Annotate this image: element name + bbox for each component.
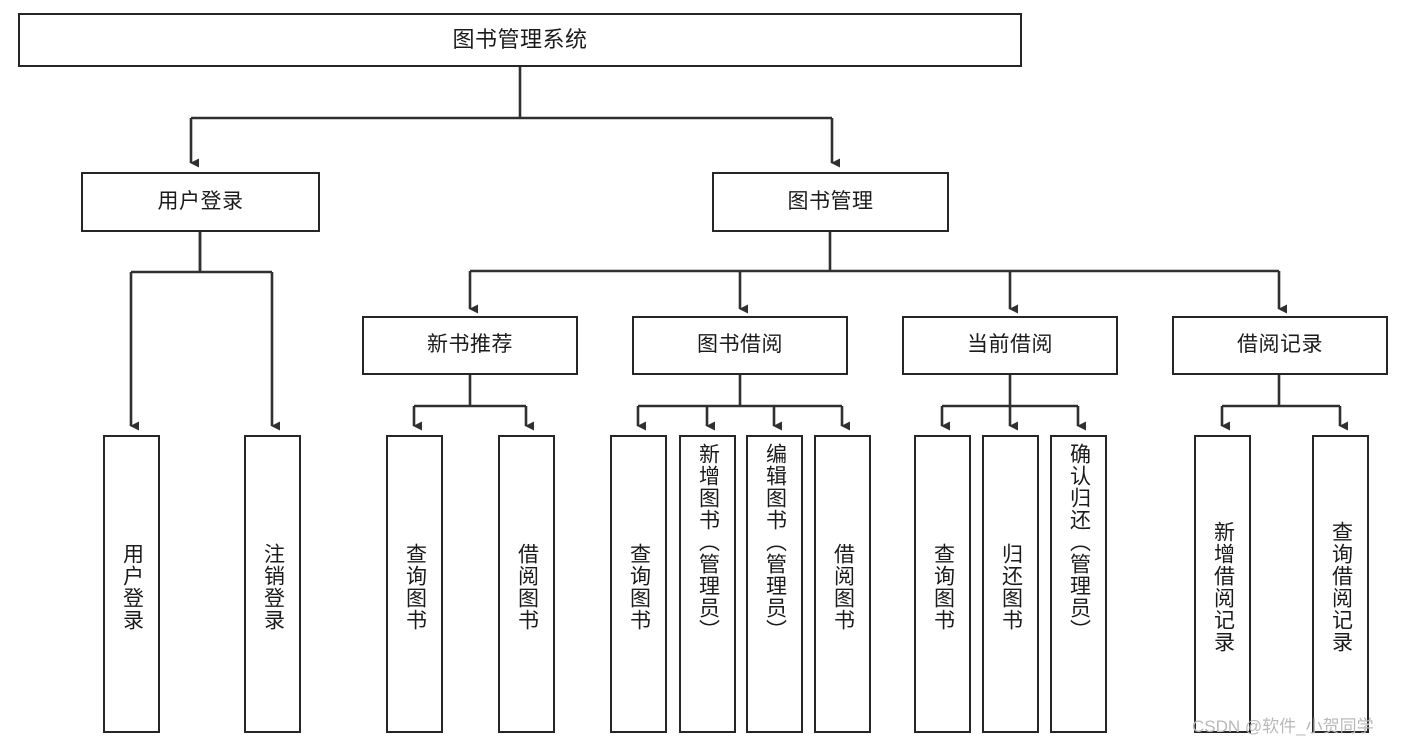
node-user-login[interactable]: 用户登录 [81, 172, 320, 232]
node-leaf-edit-book-label: 编辑图书（管理员） [763, 443, 787, 641]
node-leaf-query-borrow-record-label: 查询借阅记录 [1329, 521, 1353, 653]
node-user-login-label: 用户登录 [157, 189, 244, 213]
node-leaf-add-book-label: 新增图书（管理员） [696, 443, 720, 641]
node-new-book-recommend[interactable]: 新书推荐 [362, 316, 578, 375]
node-current-borrow[interactable]: 当前借阅 [902, 316, 1118, 375]
node-borrow-record[interactable]: 借阅记录 [1172, 316, 1388, 375]
node-current-borrow-label: 当前借阅 [967, 333, 1053, 357]
node-leaf-query-book-1-label: 查询图书 [403, 543, 427, 631]
node-book-manage-label: 图书管理 [787, 189, 874, 213]
node-borrow-record-label: 借阅记录 [1237, 333, 1323, 357]
node-leaf-borrow-book-2-label: 借阅图书 [831, 543, 855, 631]
node-leaf-return-book-label: 归还图书 [999, 543, 1023, 631]
node-root[interactable]: 图书管理系统 [18, 13, 1022, 67]
node-leaf-borrow-book-1-label: 借阅图书 [515, 543, 539, 631]
node-leaf-borrow-book-1[interactable]: 借阅图书 [498, 435, 555, 733]
node-leaf-query-book-3-label: 查询图书 [931, 543, 955, 631]
node-leaf-add-borrow-record-label: 新增借阅记录 [1211, 521, 1235, 653]
node-leaf-query-book-1[interactable]: 查询图书 [386, 435, 443, 733]
node-leaf-query-book-3[interactable]: 查询图书 [914, 435, 971, 733]
node-leaf-add-borrow-record[interactable]: 新增借阅记录 [1194, 435, 1251, 733]
node-leaf-query-book-2-label: 查询图书 [627, 543, 651, 631]
node-leaf-edit-book[interactable]: 编辑图书（管理员） [746, 435, 803, 733]
node-root-label: 图书管理系统 [452, 27, 588, 53]
node-leaf-query-borrow-record[interactable]: 查询借阅记录 [1312, 435, 1369, 733]
node-leaf-query-book-2[interactable]: 查询图书 [610, 435, 667, 733]
node-book-borrow[interactable]: 图书借阅 [632, 316, 848, 375]
node-leaf-confirm-return-label: 确认归还（管理员） [1067, 443, 1091, 641]
node-book-manage[interactable]: 图书管理 [712, 172, 949, 232]
node-leaf-logout-login[interactable]: 注销登录 [244, 435, 301, 733]
node-leaf-confirm-return[interactable]: 确认归还（管理员） [1050, 435, 1107, 733]
node-leaf-return-book[interactable]: 归还图书 [982, 435, 1039, 733]
node-new-book-recommend-label: 新书推荐 [427, 333, 513, 357]
node-leaf-logout-login-label: 注销登录 [261, 543, 285, 631]
node-leaf-user-login-label: 用户登录 [120, 543, 144, 631]
node-leaf-borrow-book-2[interactable]: 借阅图书 [814, 435, 871, 733]
node-leaf-add-book[interactable]: 新增图书（管理员） [679, 435, 736, 733]
node-leaf-user-login[interactable]: 用户登录 [103, 435, 160, 733]
node-book-borrow-label: 图书借阅 [697, 333, 783, 357]
